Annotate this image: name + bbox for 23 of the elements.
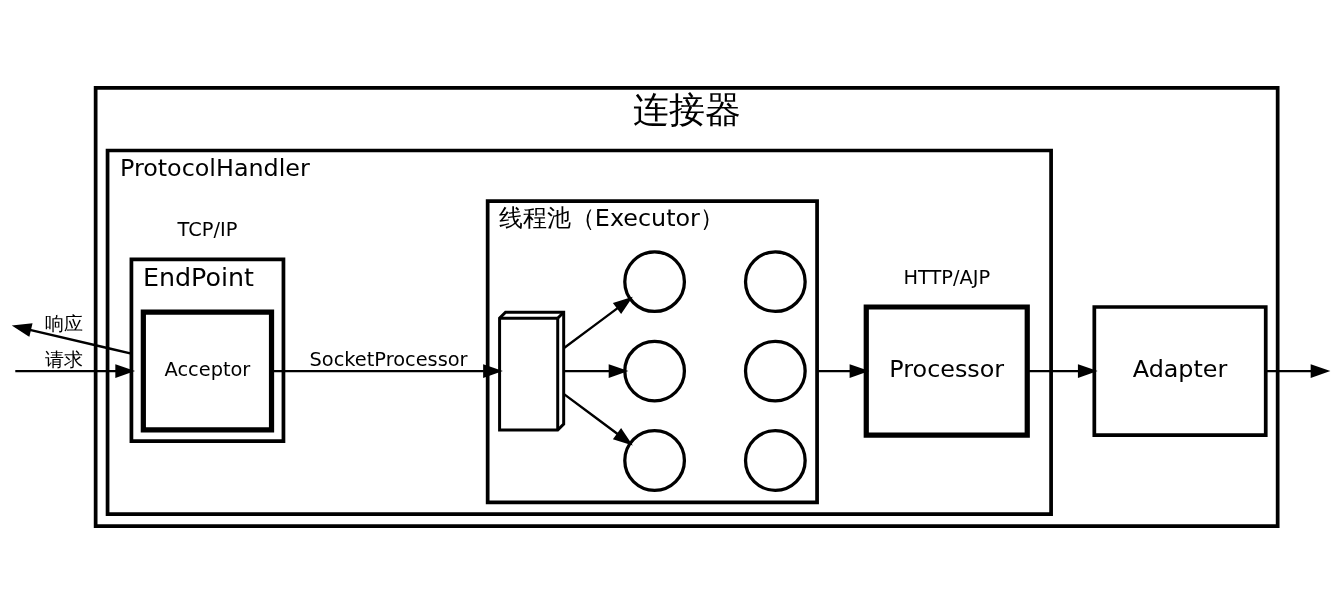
node-box: Adapter [1092, 305, 1268, 438]
arrow [563, 393, 633, 446]
node-circle [743, 250, 807, 314]
node-label: TCP/IP [177, 218, 238, 242]
edge-label: 请求 [45, 347, 84, 371]
arrow [564, 364, 629, 378]
arrow [1027, 364, 1098, 378]
arrow [271, 364, 503, 378]
node-circle [743, 429, 807, 492]
node-circle [623, 429, 687, 492]
arrow [11, 323, 132, 355]
edge-label: 响应 [45, 311, 84, 335]
arrow [1266, 364, 1331, 378]
arrow [563, 296, 633, 350]
node-circle [623, 250, 687, 314]
node-circle [623, 339, 687, 403]
node-label: HTTP/AJP [903, 265, 991, 289]
arrow [817, 364, 870, 378]
node-circle [743, 339, 807, 403]
arrow [15, 364, 136, 378]
node-box: Processor [863, 304, 1030, 438]
node-box: Acceptor [140, 309, 275, 433]
edge-label: SocketProcessor [309, 347, 468, 371]
